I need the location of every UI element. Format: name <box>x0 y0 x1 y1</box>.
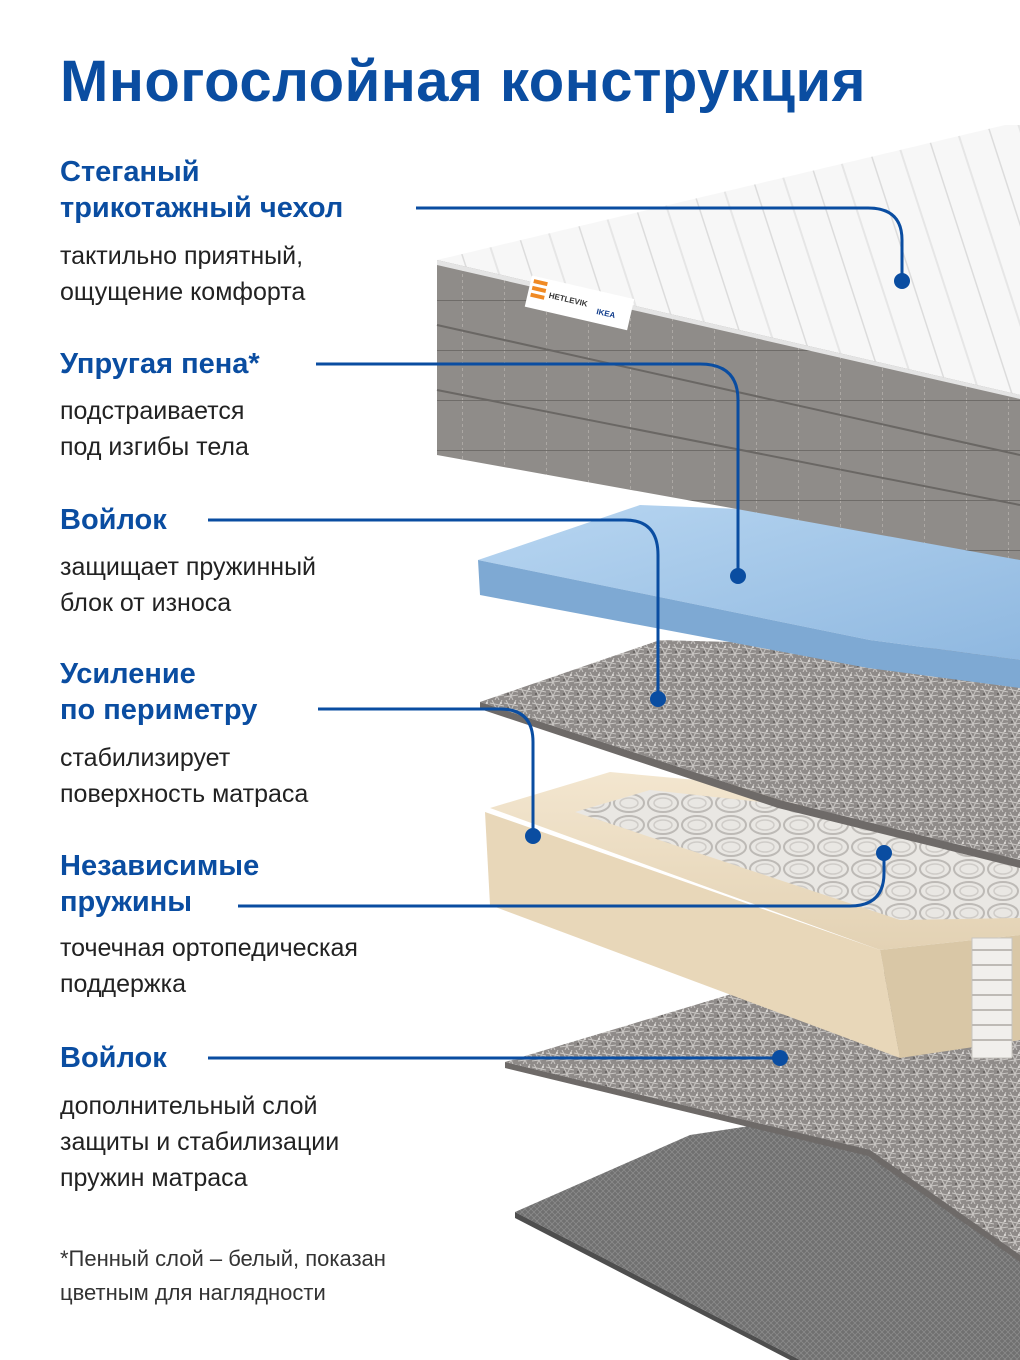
desc-line: блок от износа <box>60 589 232 617</box>
footnote-line: цветным для наглядности <box>60 1280 326 1305</box>
desc-line: тактильно приятный, <box>60 242 304 270</box>
label-line: Войлок <box>60 1042 167 1074</box>
desc-line: точечная ортопедическая <box>60 934 358 962</box>
desc-quilted-cover: тактильно приятный, ощущение комфорта <box>60 238 305 310</box>
label-line: по периметру <box>60 694 258 726</box>
page-title: Многослойная конструкция <box>60 49 866 114</box>
desc-line: под изгибы тела <box>60 433 249 461</box>
desc-line: дополнительный слой <box>60 1092 318 1120</box>
desc-lower-felt: дополнительный слой защиты и стабилизаци… <box>60 1088 339 1196</box>
desc-line: пружин матраса <box>60 1164 248 1192</box>
foam-pointer-dot <box>730 568 746 584</box>
desc-line: поверхность матраса <box>60 780 309 808</box>
label-perimeter-reinforcement: Усиление по периметру <box>60 656 257 728</box>
desc-pocket-springs: точечная ортопедическая поддержка <box>60 930 358 1002</box>
footnote-line: *Пенный слой – белый, показан <box>60 1246 386 1271</box>
desc-line: стабилизирует <box>60 744 231 772</box>
connector-lines <box>208 206 904 1060</box>
mattress-tag: HETLEVIK IKEA <box>524 275 635 331</box>
label-line: Стеганый <box>60 156 200 188</box>
upper-felt-layer <box>480 640 1020 868</box>
tag-logo-text: IKEA <box>596 307 617 320</box>
label-line: Войлок <box>60 504 167 536</box>
desc-line: защищает пружинный <box>60 553 317 581</box>
cover-pointer-dot <box>894 273 910 289</box>
footnote: *Пенный слой – белый, показан цветным дл… <box>60 1242 386 1310</box>
label-line: Усиление <box>60 658 196 690</box>
desc-line: поддержка <box>60 970 186 998</box>
label-lower-felt: Войлок <box>60 1040 167 1076</box>
felt-pointer-dot <box>650 691 666 707</box>
quilted-cover-layer: HETLEVIK IKEA <box>436 125 1020 560</box>
desc-line: защиты и стабилизации <box>60 1128 340 1156</box>
label-line: пружины <box>60 886 193 918</box>
desc-line: ощущение комфорта <box>60 278 306 306</box>
label-elastic-foam: Упругая пена* <box>60 346 260 382</box>
lower-felt-pointer-dot <box>772 1050 788 1066</box>
label-line: Упругая пена* <box>60 348 260 380</box>
connector-dots <box>525 273 910 1066</box>
perimeter-pointer-dot <box>525 828 541 844</box>
desc-line: подстраивается <box>60 397 245 425</box>
label-quilted-cover: Стеганый трикотажный чехол <box>60 154 343 226</box>
springs-pointer-dot <box>876 845 892 861</box>
label-line: Независимые <box>60 850 260 882</box>
desc-elastic-foam: подстраивается под изгибы тела <box>60 393 249 465</box>
label-felt: Войлок <box>60 502 167 538</box>
label-pocket-springs: Независимые пружины <box>60 848 259 920</box>
foam-layer <box>478 505 1020 688</box>
label-line: трикотажный чехол <box>60 192 344 224</box>
desc-felt: защищает пружинный блок от износа <box>60 549 316 621</box>
desc-perimeter-reinforcement: стабилизирует поверхность матраса <box>60 740 308 812</box>
